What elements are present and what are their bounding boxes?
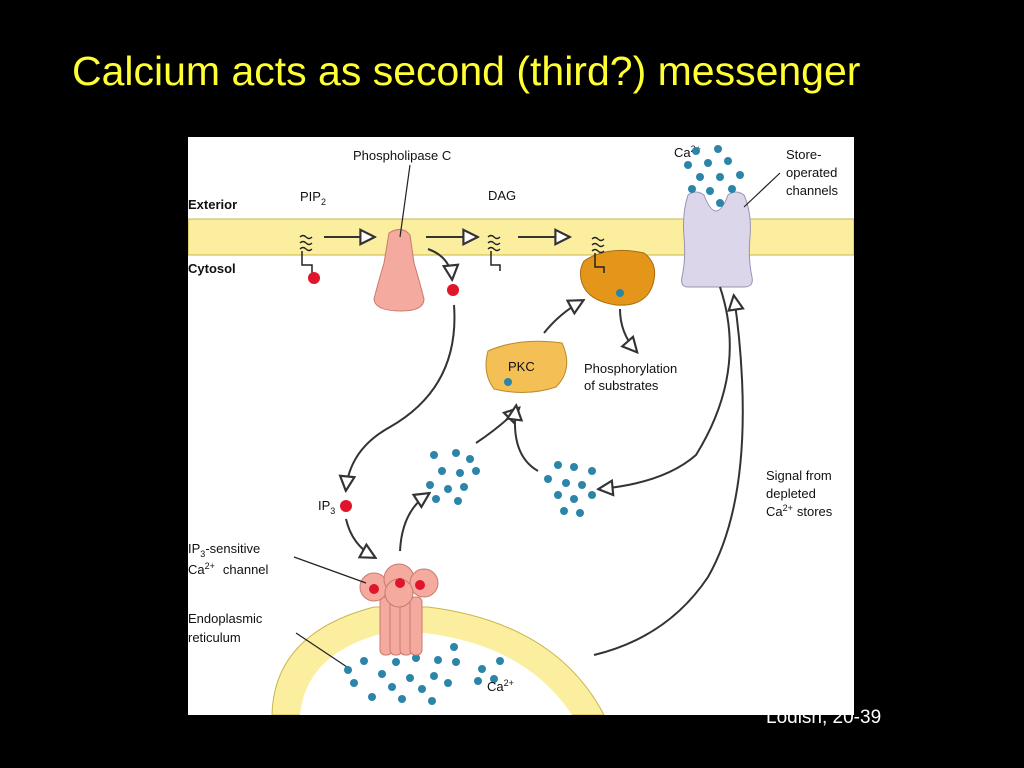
arrow-ca-release [399, 494, 428, 552]
calcium-released-cluster [426, 449, 480, 505]
pkc-membrane-bound [579, 249, 656, 306]
arrow-pkc-to-membrane [543, 301, 582, 334]
plc-leader-line [399, 164, 411, 238]
arrow-ip3-to-channel [346, 304, 456, 489]
citation: Lodish, 20-39 [766, 707, 882, 728]
calcium-er-lumen [344, 643, 504, 705]
arrow-ca-to-pkc [475, 409, 518, 444]
signaling-diagram: Exterior Cytosol PIP2 Phospholipase C DA… [188, 137, 854, 715]
calcium-bound-pkc-cytosol [504, 378, 512, 386]
dag-label: DAG [488, 188, 516, 203]
signal-label-1: Signal from [766, 468, 832, 483]
arrow-ip3-binding [345, 518, 374, 557]
ip3-sensitive-channel [359, 563, 439, 656]
calcium-bound-pkc-membrane [616, 289, 624, 297]
er-leader-line [295, 632, 351, 670]
cytosol-label: Cytosol [188, 261, 236, 276]
ip3-label: IP3 [318, 498, 335, 516]
signal-label-3: Ca2+stores [766, 503, 833, 519]
ip3-channel-label-1: IP3-sensitive [188, 541, 260, 559]
dag-lipid [487, 234, 501, 271]
store-operated-label-1: Store- [786, 147, 821, 162]
arrow-depleted-store-signal [593, 297, 743, 656]
er-label-2: reticulum [188, 630, 241, 645]
pip2-label: PIP2 [300, 189, 326, 207]
arrow-phosphorylation [619, 308, 636, 351]
ip3-bound-to-channel [369, 578, 425, 594]
exterior-label: Exterior [188, 197, 237, 212]
calcium-extracellular [684, 145, 744, 207]
store-operated-channel [681, 191, 753, 288]
store-operated-label-2: operated [786, 165, 837, 180]
signal-label-2: depleted [766, 486, 816, 501]
pip2-lipid [299, 234, 320, 284]
ip3-molecule-released [447, 284, 459, 296]
phosphorylation-label-2: of substrates [584, 378, 659, 393]
phospholipase-c-label: Phospholipase C [353, 148, 451, 163]
diagram-canvas: Exterior Cytosol PIP2 Phospholipase C DA… [188, 144, 854, 715]
calcium-influx-cluster [544, 461, 596, 517]
phospholipase-c [373, 229, 425, 312]
dag-lipid-bound [591, 236, 605, 273]
ip3-molecule-cytosol [340, 500, 352, 512]
ca-er-label: Ca2+ [487, 678, 514, 694]
arrow-ip3-release [427, 248, 452, 278]
store-leader-line [743, 172, 781, 208]
pkc-label: PKC [508, 359, 535, 374]
ip3-channel-label-2: Ca2+channel [188, 561, 269, 577]
store-operated-label-3: channels [786, 183, 839, 198]
arrow-influx-to-pkc [515, 407, 539, 472]
er-label-1: Endoplasmic [188, 611, 263, 626]
slide-title: Calcium acts as second (third?) messenge… [72, 48, 861, 94]
ip3-channel-leader-line [293, 556, 367, 584]
phosphorylation-label-1: Phosphorylation [584, 361, 677, 376]
arrow-channel-influx [600, 286, 731, 489]
